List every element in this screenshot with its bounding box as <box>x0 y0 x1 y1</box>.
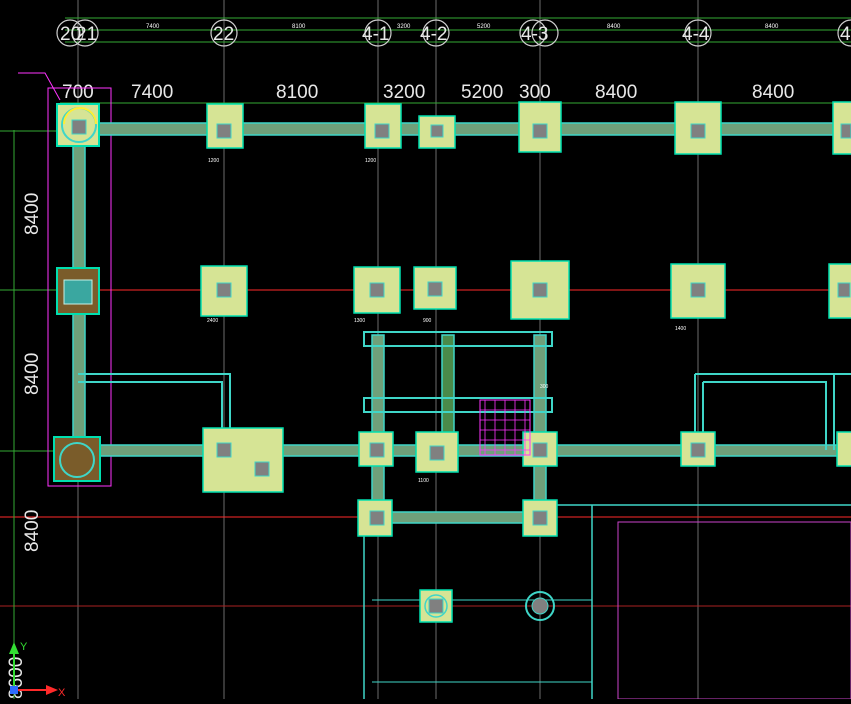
axis-label-4-4: 4-4 <box>682 24 710 45</box>
footing-dim-labels: 2400 1200 1200 1300 300 1100 900 1400 <box>207 158 686 484</box>
dim-300: 300 <box>519 82 551 103</box>
footing-21-c <box>53 436 101 482</box>
dim-5200: 5200 <box>461 82 503 103</box>
tiny-dim-5: 8400 <box>607 24 621 30</box>
column-cores <box>63 119 851 614</box>
dim-8100: 8100 <box>276 82 318 103</box>
dim-8400-a: 8400 <box>595 82 637 103</box>
tiny-dim-1: 7400 <box>146 24 160 30</box>
axis-label-4-1: 4-1 <box>362 24 389 45</box>
tiny-dim-3: 3200 <box>397 24 411 30</box>
footing-22-c <box>202 427 284 493</box>
tie-beams <box>72 122 851 699</box>
fd-4: 1300 <box>354 318 365 324</box>
left-dim-8400-c: 8400 <box>22 510 43 552</box>
tiny-dim-2: 8100 <box>292 24 306 30</box>
fd-5: 300 <box>540 384 549 390</box>
fd-8: 1400 <box>675 326 686 332</box>
ucs-icon: Y X <box>9 641 66 699</box>
dim-700: 700 <box>62 82 94 103</box>
fd-6: 1100 <box>418 478 429 484</box>
fd-7: 900 <box>423 318 432 324</box>
axis-label-4: 4 <box>840 24 851 45</box>
tiny-dim-6: 8400 <box>765 24 779 30</box>
dim-7400: 7400 <box>131 82 173 103</box>
footing-4-c <box>836 431 851 467</box>
dim-8400-b: 8400 <box>752 82 794 103</box>
axis-label-4-3: 4-3 <box>521 24 548 45</box>
fd-3: 1200 <box>365 158 376 164</box>
axis-bubbles: 20 21 22 4-1 4-2 4-3 4-4 4 <box>56 19 851 47</box>
ucs-x-label: X <box>58 687 66 699</box>
axis-label-22: 22 <box>213 24 234 45</box>
footing-21-a <box>56 103 100 147</box>
left-dim-8400-a: 8400 <box>22 193 43 235</box>
pile-circles <box>59 107 555 621</box>
dim-3200: 3200 <box>383 82 425 103</box>
left-dim-8400-b: 8400 <box>22 353 43 395</box>
column-footings <box>53 101 851 623</box>
fd-1: 2400 <box>207 318 218 324</box>
footing-core-mid <box>415 431 459 473</box>
ucs-y-label: Y <box>20 641 28 653</box>
axis-label-4-2: 4-2 <box>420 24 447 45</box>
axis-label-21: 21 <box>76 24 97 45</box>
top-dimension-strip: 7400 8100 3200 5200 8400 8400 <box>60 17 851 104</box>
elevator-pit <box>479 399 531 456</box>
tiny-dim-4: 5200 <box>477 24 491 30</box>
axis-label-20: 20 <box>60 24 81 45</box>
fd-2: 1200 <box>208 158 219 164</box>
